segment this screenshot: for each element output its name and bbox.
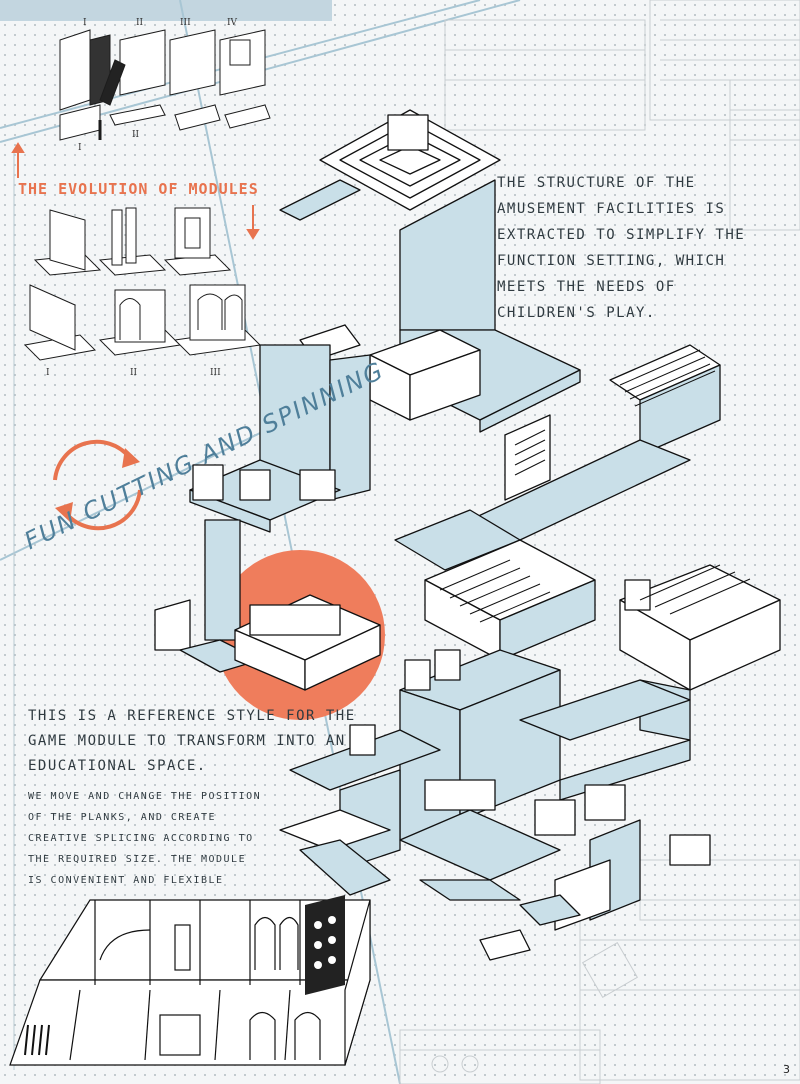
page-number: 3 — [783, 1063, 790, 1076]
roman-label: IV — [227, 18, 238, 28]
roman-label: I — [78, 143, 82, 153]
reference-style-description: THIS IS A REFERENCE STYLE FOR THE GAME M… — [28, 708, 356, 774]
roman-label: II — [136, 18, 144, 28]
roman-label: I — [46, 368, 50, 378]
planks-description: WE MOVE AND CHANGE THE POSITION OF THE P… — [28, 791, 262, 886]
roman-label: III — [180, 18, 191, 28]
roman-label: II — [130, 368, 138, 378]
roman-label: II — [132, 130, 140, 140]
roman-label: III — [210, 368, 221, 378]
structure-description: THE STRUCTURE OF THE AMUSEMENT FACILITIE… — [497, 175, 746, 321]
top-band — [0, 0, 332, 21]
evolution-heading: THE EVOLUTION OF MODULES — [18, 180, 259, 198]
roman-label: I — [83, 18, 87, 28]
